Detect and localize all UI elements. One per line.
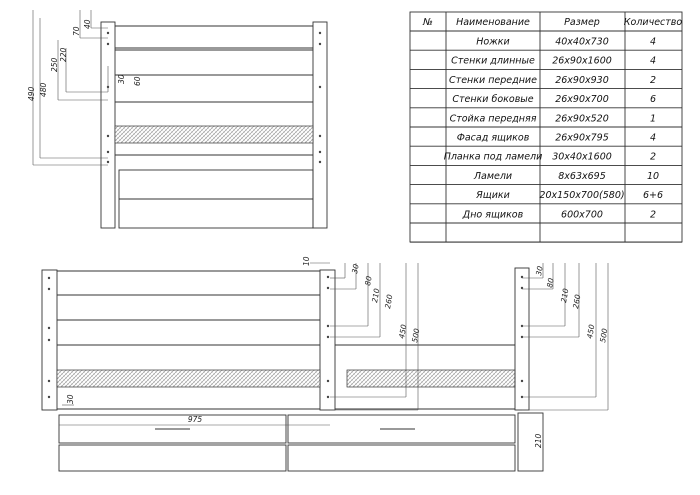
slat-rail-right — [346, 369, 516, 388]
row-name: Стенки длинные — [451, 56, 535, 67]
dim-480: 480 — [39, 82, 48, 97]
dimension-lines-tl — [32, 10, 109, 166]
row-name: Дно ящиков — [462, 209, 524, 220]
row-size: 30х40х1600 — [552, 152, 612, 163]
dim-80c: 80 — [545, 277, 556, 288]
dim-260b: 260 — [383, 293, 394, 309]
dim-500c: 500 — [598, 327, 609, 343]
top-left-view: 490 480 250 220 70 40 30 60 — [27, 10, 328, 229]
dim-30b: 30 — [350, 263, 361, 274]
dim-975: 975 — [188, 415, 203, 424]
header-num: № — [422, 17, 433, 28]
header-name: Наименование — [456, 17, 530, 28]
bottom-right-dimensions: 30 80 210 260 450 500 — [522, 263, 609, 411]
row-size: 40х40х730 — [555, 37, 609, 48]
row-name: Ящики — [475, 190, 510, 201]
row-qty: 2 — [650, 75, 656, 86]
dim-450b: 450 — [397, 323, 408, 339]
dim-210b: 210 — [370, 287, 381, 303]
row-qty: 6 — [650, 94, 656, 105]
bottom-front-view: 10 30 80 210 260 450 500 30 975 210 — [41, 256, 544, 472]
row-qty: 2 — [650, 152, 656, 163]
row-name: Стенки передние — [449, 75, 537, 86]
dim-250: 250 — [50, 57, 59, 72]
row-name: Ламели — [473, 171, 512, 182]
header-size: Размер — [564, 17, 600, 28]
row-qty: 4 — [650, 56, 656, 67]
dim-30: 30 — [117, 74, 126, 84]
row-size: 26х90х700 — [555, 94, 609, 105]
dim-80b: 80 — [363, 275, 374, 286]
slat-rail-hatched — [114, 125, 314, 144]
table-row-lines — [410, 30, 682, 243]
row-qty: 1 — [650, 113, 656, 124]
dim-60: 60 — [133, 76, 142, 86]
dim-30-left: 30 — [66, 394, 75, 404]
drawer-front-3 — [58, 444, 287, 472]
dim-220: 220 — [59, 47, 68, 62]
row-name: Стойка передняя — [450, 113, 537, 124]
dim-450c: 450 — [585, 323, 596, 339]
drawer-front-1 — [58, 414, 287, 444]
row-qty: 6+6 — [643, 190, 663, 201]
row-qty: 2 — [650, 209, 656, 220]
row-size: 26х90х795 — [555, 133, 609, 144]
row-size: 8х63х695 — [558, 171, 606, 182]
row-size: 26х90х520 — [555, 113, 609, 124]
dim-210c: 210 — [559, 287, 570, 303]
row-size: 26х90х1600 — [552, 56, 612, 67]
drawer-front-2 — [287, 414, 516, 444]
row-size: 26х90х930 — [555, 75, 609, 86]
row-qty: 4 — [650, 133, 656, 144]
slat-rail-left — [56, 369, 321, 388]
dim-40: 40 — [83, 19, 92, 29]
row-size: 600х700 — [561, 209, 603, 220]
dim-500b: 500 — [410, 327, 421, 343]
dim-70: 70 — [72, 26, 81, 36]
row-name: Стенки боковые — [452, 94, 533, 105]
dim-10: 10 — [302, 256, 311, 266]
row-qty: 10 — [647, 171, 659, 182]
row-name: Фасад ящиков — [457, 133, 530, 144]
drawer-front-4 — [287, 444, 516, 472]
parts-table: № Наименование Размер Количество Ножки 40… — [409, 11, 683, 243]
left-post — [100, 21, 116, 229]
dim-30c: 30 — [534, 265, 545, 276]
right-post — [312, 21, 328, 229]
dim-260c: 260 — [571, 293, 582, 309]
row-size: 20х150х700(580) — [539, 190, 624, 201]
left-leg — [41, 269, 58, 411]
header-qty: Количество — [624, 17, 683, 28]
middle-leg — [319, 269, 336, 411]
row-name: Ножки — [476, 37, 509, 48]
dimension-lines-bm — [59, 262, 544, 470]
row-name: Планка под ламели — [444, 152, 543, 163]
dim-490: 490 — [27, 86, 36, 101]
row-qty: 4 — [650, 37, 656, 48]
dim-210-drawer: 210 — [534, 433, 543, 448]
post-holes-tl — [106, 31, 322, 164]
